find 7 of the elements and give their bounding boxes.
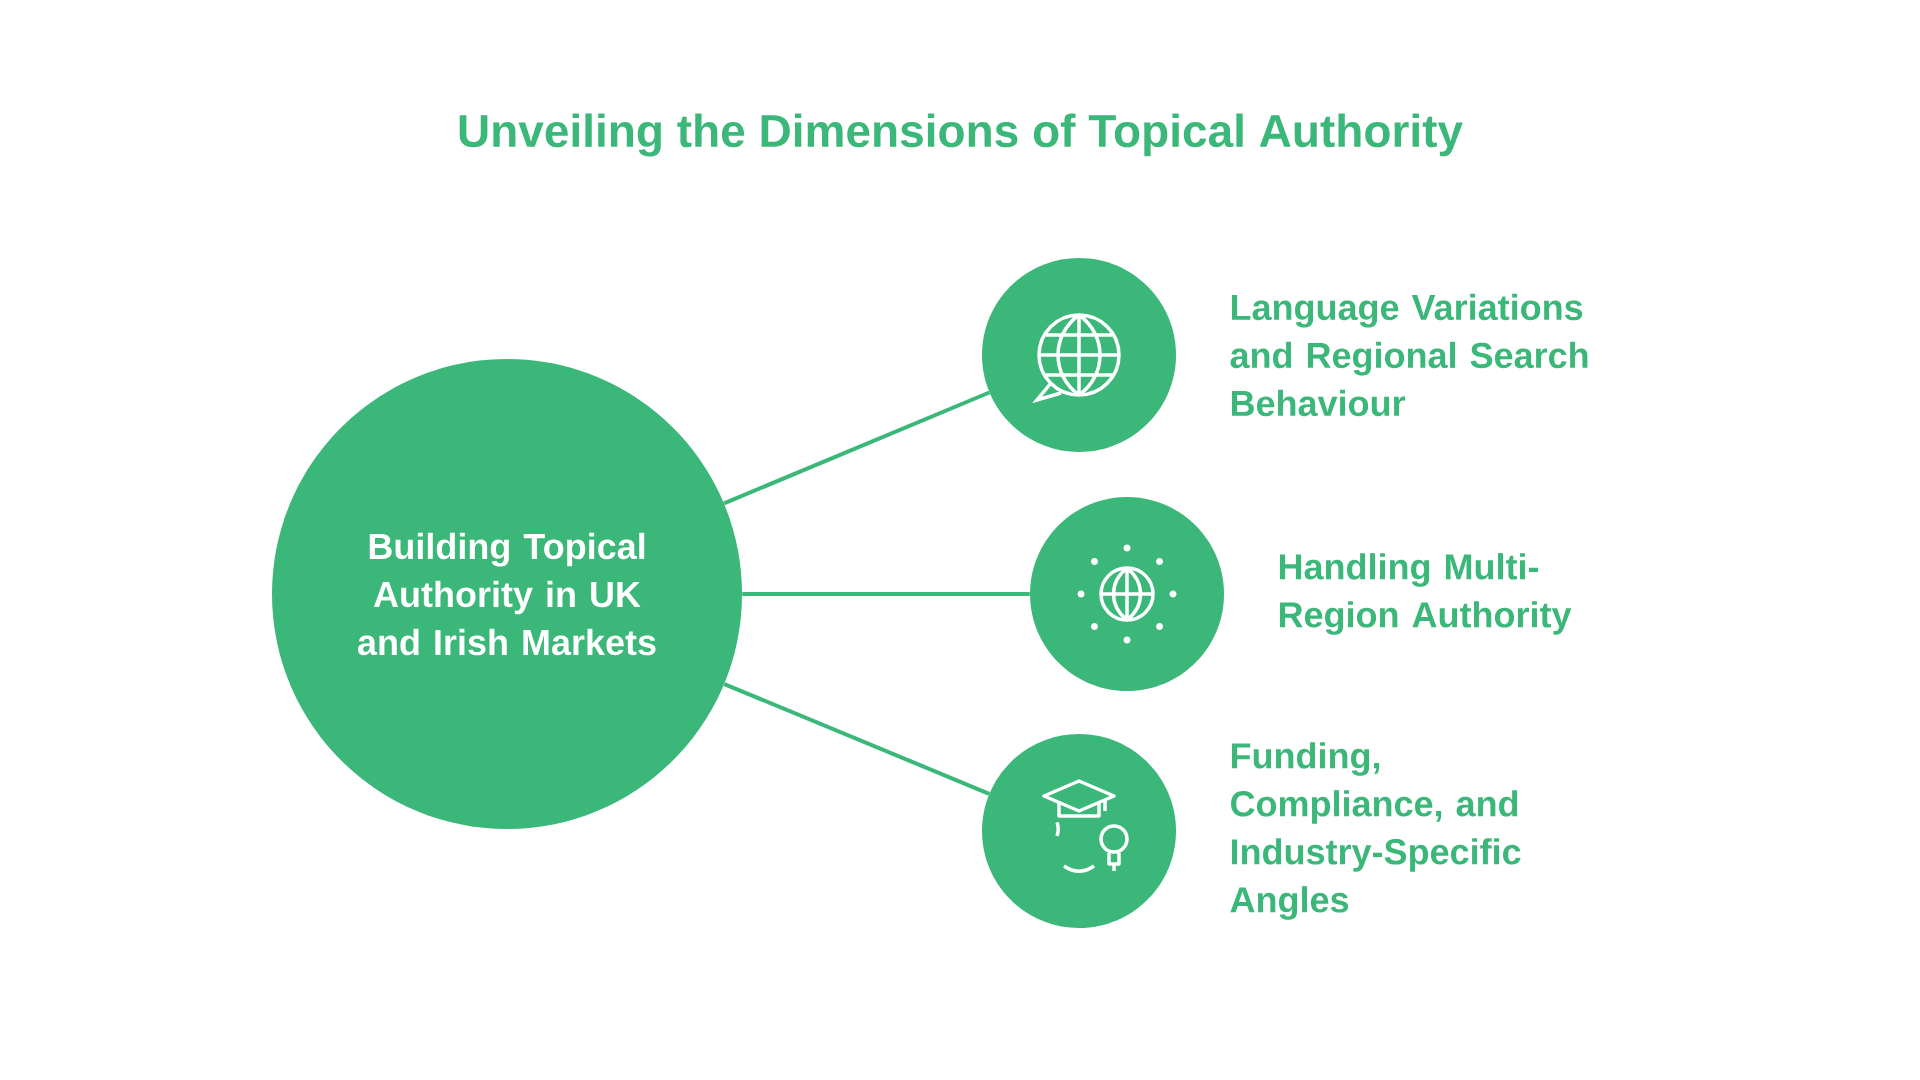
topic-label: Funding, Compliance, and Industry-Specific Angles [1230, 742, 1521, 920]
topic-label: Language Variations and Regional Search Behaviour [1230, 293, 1588, 417]
topic-label: Handling Multi-Region Authority [1279, 553, 1572, 635]
connector-line [723, 682, 990, 796]
connector-line [723, 390, 991, 506]
connector-line [742, 592, 1030, 596]
title: Unveiling the Dimensions of Topical Authority [459, 113, 1463, 157]
